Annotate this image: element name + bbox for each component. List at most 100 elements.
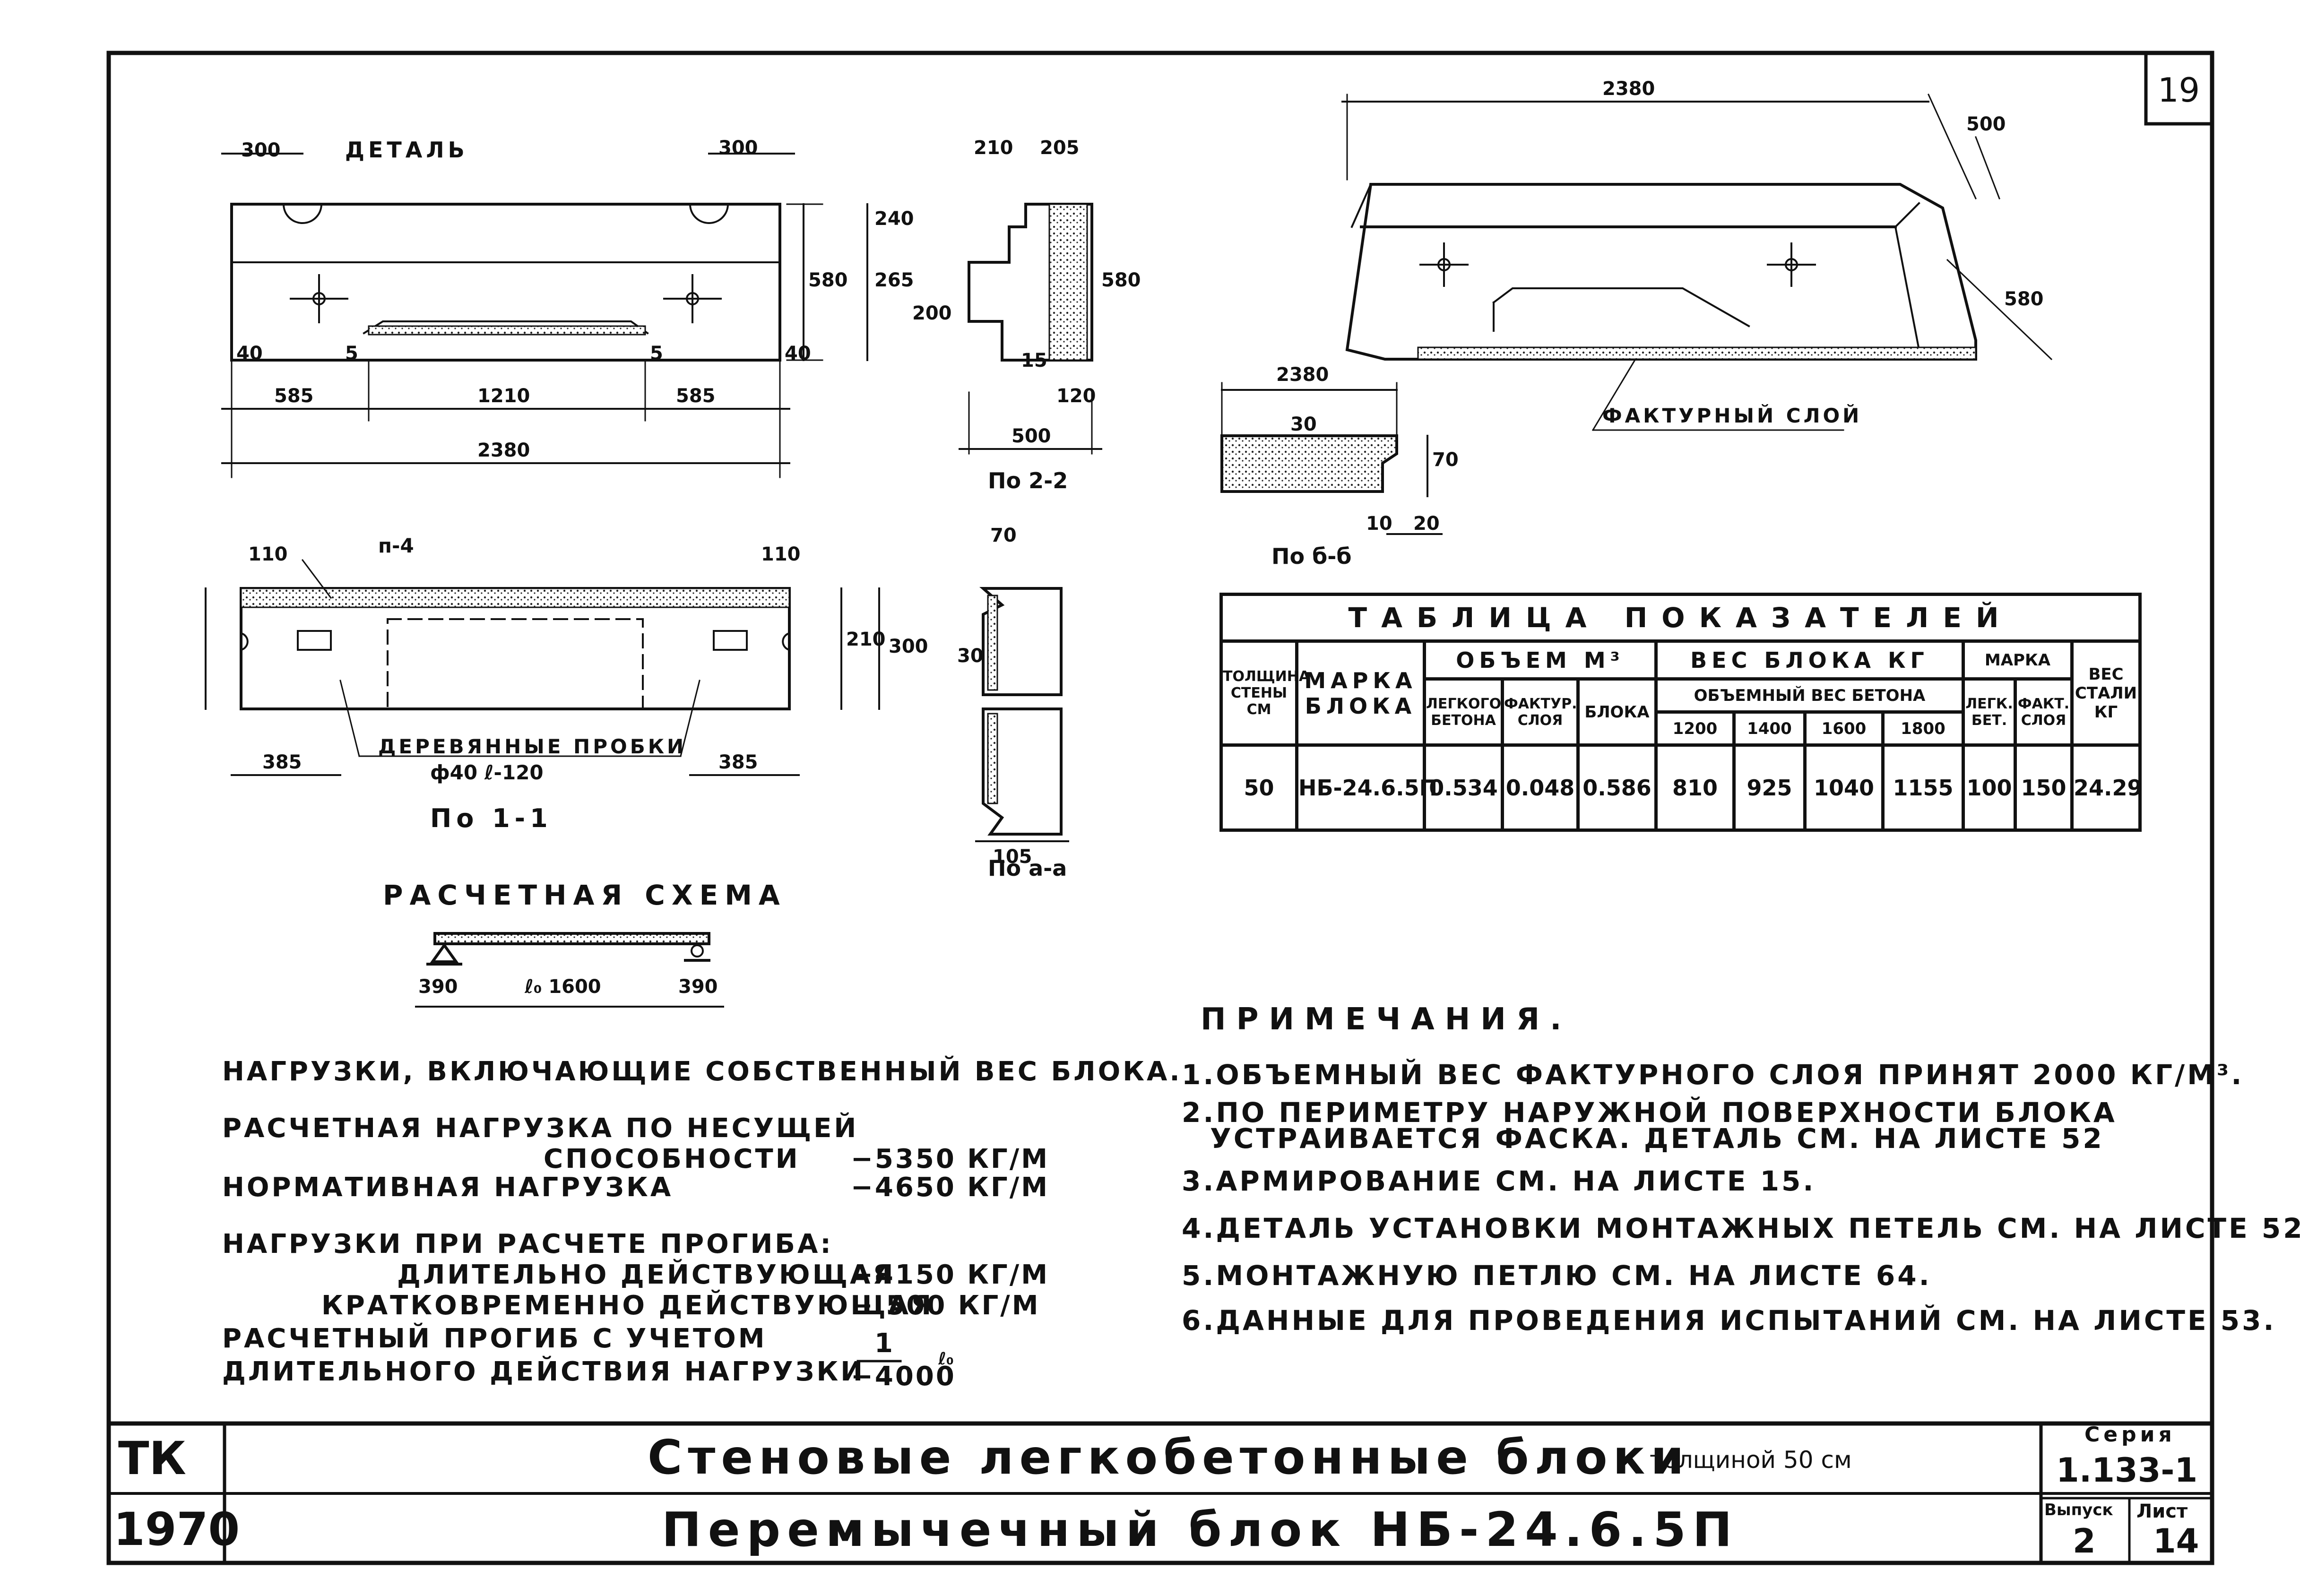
plan-dim-210: 210 [846, 629, 886, 650]
short-term-load-value: − 500 КГ/М [851, 1290, 1040, 1321]
row-mark: НБ-24.6.5П [1295, 743, 1437, 832]
plan-dim-110-right: 110 [761, 544, 801, 565]
col-steel: ВЕС СТАЛИ КГ [2070, 639, 2142, 747]
row-steel: 24.29 [2070, 743, 2143, 832]
col-grade-light: ЛЕГК. БЕТ. [1962, 677, 2017, 747]
col-mark: МАРКА БЛОКА [1295, 639, 1426, 747]
row-vol-block: 0.586 [1576, 743, 1658, 832]
row-weight-1200: 810 [1654, 743, 1736, 832]
col-weight: ВЕС БЛОКА КГ [1654, 639, 1965, 681]
sb-dim-2380: 2380 [1276, 364, 1329, 386]
section-b-b-label: По б-б [1271, 544, 1352, 569]
section-a-a [975, 587, 1069, 842]
note-1: 1.ОБЪЕМНЫЙ ВЕС ФАКТУРНОГО СЛОЯ ПРИНЯТ 20… [1182, 1059, 2244, 1091]
plan-dim-385-left: 385 [262, 751, 302, 773]
note-2: 2.ПО ПЕРИМЕТРУ НАРУЖНОЙ ПОВЕРХНОСТИ БЛОК… [1182, 1096, 2117, 1129]
sheet-number-box [2144, 51, 2214, 126]
plugs-label: ДЕРЕВЯННЫЕ ПРОБКИ [378, 735, 687, 758]
dim-5-left: 5 [345, 343, 358, 364]
s22-dim-120: 120 [1056, 385, 1096, 407]
note-3: 3.АРМИРОВАНИЕ СМ. НА ЛИСТЕ 15. [1182, 1165, 1816, 1197]
table-title: ТАБЛИЦА ПОКАЗАТЕЛЕЙ [1219, 593, 2142, 643]
normative-load: НОРМАТИВНАЯ НАГРУЗКА [222, 1172, 674, 1203]
col-volume: ОБЪЕМ М³ [1423, 639, 1658, 681]
sheet-number: 19 [2158, 71, 2200, 110]
deflection-numerator: 1 [874, 1328, 895, 1359]
sb-dim-30: 30 [1290, 414, 1317, 435]
plan-dim-110-left: 110 [248, 544, 288, 565]
year: 1970 [113, 1503, 240, 1556]
normative-load-value: −4650 КГ/М [851, 1172, 1049, 1203]
density-1600: 1600 [1803, 710, 1885, 747]
deflection-line2: ДЛИТЕЛЬНОГО ДЕЙСТВИЯ НАГРУЗКИ [222, 1356, 865, 1387]
iso-dim-580: 580 [2004, 288, 2044, 310]
s22-dim-500: 500 [1012, 425, 1051, 447]
design-load-line2: СПОСОБНОСТИ [544, 1144, 800, 1174]
iso-dim-500: 500 [1966, 113, 2006, 135]
deflection-heading: НАГРУЗКИ ПРИ РАСЧЕТЕ ПРОГИБА: [222, 1229, 833, 1260]
row-vol-facing: 0.048 [1501, 743, 1580, 832]
sheet-value: 14 [2153, 1522, 2199, 1561]
plugs-size: ф40 ℓ-120 [430, 761, 544, 784]
dim-240-side: 240 [874, 208, 914, 230]
row-thickness: 50 [1219, 743, 1298, 832]
sb-dim-70: 70 [1432, 449, 1459, 471]
note-6: 6.ДАННЫЕ ДЛЯ ПРОВЕДЕНИЯ ИСПЫТАНИЙ СМ. НА… [1182, 1304, 2276, 1337]
design-load-line1: РАСЧЕТНАЯ НАГРУЗКА ПО НЕСУЩЕЙ [222, 1113, 859, 1144]
dim-40-left: 40 [236, 343, 263, 364]
isometric-view [1341, 94, 2053, 431]
calc-dim-390-right: 390 [678, 976, 718, 998]
section-1-1-label: По 1-1 [430, 803, 553, 833]
density-1400: 1400 [1732, 710, 1807, 747]
col-vol-light: ЛЕГКОГО БЕТОНА [1423, 677, 1504, 747]
dim-300-left: 300 [241, 139, 281, 161]
dim-200-side: 200 [912, 302, 952, 324]
sa-dim-70: 70 [990, 525, 1017, 546]
row-grade-light: 100 [1962, 743, 2017, 832]
note-2-cont: УСТРАИВАЕТСЯ ФАСКА. ДЕТАЛЬ СМ. НА ЛИСТЕ … [1210, 1122, 2104, 1155]
row-weight-1800: 1155 [1881, 743, 1965, 832]
issue-value: 2 [2073, 1522, 2096, 1561]
section-a-a-label: По а-а [988, 855, 1067, 881]
sa-dim-30: 30 [957, 645, 984, 667]
col-grade: МАРКА [1962, 639, 2074, 681]
col-grade-facing: ФАКТ. СЛОЯ [2014, 677, 2074, 747]
row-grade-facing: 150 [2014, 743, 2074, 832]
col-density: ОБЪЕМНЫЙ ВЕС БЕТОНА [1654, 677, 1965, 714]
note-4: 4.ДЕТАЛЬ УСТАНОВКИ МОНТАЖНЫХ ПЕТЕЛЬ СМ. … [1182, 1212, 2300, 1244]
long-term-load-value: −4150 КГ/М [851, 1260, 1049, 1290]
long-term-load: ДЛИТЕЛЬНО ДЕЙСТВУЮЩАЯ [397, 1260, 896, 1290]
section-2-2-label: По 2-2 [988, 468, 1068, 493]
iso-dim-2380: 2380 [1602, 78, 1655, 100]
dim-265-side: 265 [874, 269, 914, 291]
loads-heading: НАГРУЗКИ, ВКЛЮЧАЮЩИЕ СОБСТВЕННЫЙ ВЕС БЛО… [222, 1056, 1182, 1087]
drawing-subtitle: Перемычечный блок НБ-24.6.5П [662, 1502, 1739, 1557]
dim-2380: 2380 [477, 440, 530, 461]
issue-label: Выпуск [2044, 1501, 2113, 1519]
dim-5-right: 5 [650, 343, 663, 364]
plan-dim-385-right: 385 [718, 751, 758, 773]
density-1800: 1800 [1881, 710, 1965, 747]
deflection-line1: РАСЧЕТНЫЙ ПРОГИБ С УЧЕТОМ [222, 1323, 767, 1354]
note-5: 5.МОНТАЖНУЮ ПЕТЛЮ СМ. НА ЛИСТЕ 64. [1182, 1260, 1932, 1292]
dim-1210: 1210 [477, 385, 530, 407]
elevation-view [221, 153, 868, 478]
calc-scheme [415, 932, 724, 1008]
sheet-label: Лист [2136, 1501, 2188, 1522]
short-term-load: КРАТКОВРЕМЕННО ДЕЙСТВУЮЩАЯ [321, 1290, 934, 1321]
notes-title: ПРИМЕЧАНИЯ. [1201, 1002, 1572, 1037]
s22-dim-210: 210 [974, 137, 1013, 159]
calc-dim-l0: ℓ₀ 1600 [525, 976, 601, 998]
plan-view [205, 559, 880, 776]
calc-dim-390-left: 390 [418, 976, 458, 998]
sa-dim-105: 105 [993, 846, 1032, 868]
section-2-2 [959, 203, 1102, 455]
series-value: 1.133-1 [2056, 1451, 2198, 1490]
sb-dim-20: 20 [1413, 513, 1440, 535]
s22-dim-15: 15 [1021, 350, 1047, 371]
plan-dim-300: 300 [889, 636, 928, 657]
deflection-sub: ℓ₀ [938, 1349, 954, 1369]
sheet-frame [106, 51, 2214, 1565]
